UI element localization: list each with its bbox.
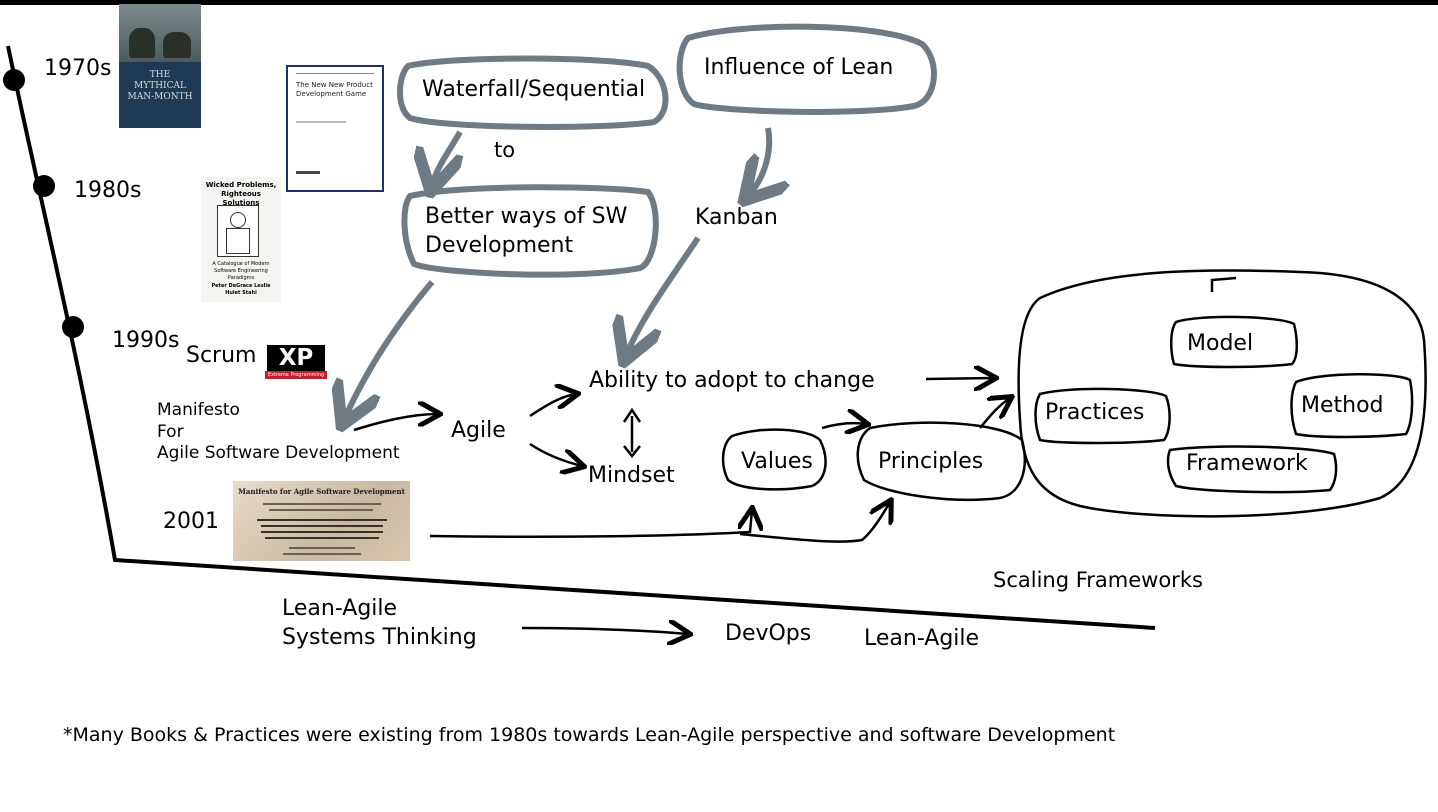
scaling-frameworks-label: Scaling Frameworks xyxy=(993,568,1203,592)
new-product-title: The New New Product Development Game xyxy=(296,81,373,98)
kanban-to-ability-arrow xyxy=(626,236,701,356)
bubble-tick xyxy=(1210,276,1237,292)
footnote: *Many Books & Practices were existing fr… xyxy=(63,724,1116,746)
era-1980s: 1980s xyxy=(74,178,142,203)
lean-bubble xyxy=(676,23,937,115)
manifesto-line1: Manifesto xyxy=(157,400,240,420)
xp-logo: XP Extreme Programming xyxy=(265,345,327,379)
new-new-product-cover: The New New Product Development Game xyxy=(286,65,384,192)
kanban-label: Kanban xyxy=(695,205,778,230)
mythical-line3: MAN-MONTH xyxy=(127,92,193,102)
scaling-frameworks-bubble xyxy=(1017,269,1427,518)
agile-to-ability-arrow xyxy=(529,394,576,418)
manifesto-to-principles-arrow xyxy=(739,502,890,543)
era-dot-1970s xyxy=(3,69,25,91)
better-ways-line2: Development xyxy=(425,233,574,258)
timeline-axis xyxy=(6,45,1156,630)
values-label: Values xyxy=(741,449,813,474)
manifesto-line2: For xyxy=(157,422,184,442)
values-to-principles-arrow xyxy=(821,423,866,428)
era-1970s: 1970s xyxy=(44,56,112,81)
era-dot-1980s xyxy=(33,175,55,197)
devops-label: DevOps xyxy=(725,621,812,646)
better-ways-bubble xyxy=(401,184,659,278)
waterfall-label: Waterfall/Sequential xyxy=(422,77,646,102)
agile-manifesto-document: Manifesto for Agile Software Development xyxy=(233,481,410,561)
manifesto-to-agile-arrow xyxy=(353,414,438,432)
agile-to-mindset-arrow xyxy=(529,442,582,466)
lean-agile-line2: Systems Thinking xyxy=(282,625,477,650)
mythical-line2: MYTHICAL xyxy=(134,81,186,91)
manifesto-to-values-arrow xyxy=(429,510,752,539)
better-ways-line1: Better ways of SW xyxy=(425,204,628,229)
values-bubble xyxy=(721,428,827,491)
wicked-problems-cover: Wicked Problems, Righteous Solutions A C… xyxy=(201,177,281,302)
manifesto-line3: Agile Software Development xyxy=(157,443,400,463)
wicked-authors: Peter DeGrace Leslie Hulet Stahl xyxy=(211,283,271,296)
model-box xyxy=(1170,315,1298,369)
principles-bubble xyxy=(856,421,1027,501)
era-1990s: 1990s xyxy=(112,328,180,353)
mindset-label: Mindset xyxy=(588,463,675,488)
xp-label: XP xyxy=(267,345,325,371)
practices-label: Practices xyxy=(1045,400,1145,425)
manifesto-doc-title: Manifesto for Agile Software Development xyxy=(238,487,405,496)
framework-label: Framework xyxy=(1186,451,1308,476)
lean-to-kanban-arrow xyxy=(748,127,769,196)
model-label: Model xyxy=(1187,331,1254,356)
lean-agile-line1: Lean-Agile xyxy=(282,596,398,621)
era-dot-1990s xyxy=(62,316,84,338)
framework-box xyxy=(1166,445,1338,494)
ability-label: Ability to adopt to change xyxy=(589,368,875,393)
xp-caption: Extreme Programming xyxy=(265,371,327,379)
era-2001: 2001 xyxy=(163,509,219,534)
ability-mindset-double-arrow xyxy=(622,407,642,459)
better-to-agile-arrow xyxy=(344,280,435,420)
waterfall-to-better-arrow xyxy=(432,130,460,186)
principles-label: Principles xyxy=(878,449,984,474)
method-box xyxy=(1290,372,1414,439)
practices-box xyxy=(1034,387,1171,445)
lean-agile-to-devops-arrow xyxy=(521,628,688,634)
waterfall-bubble xyxy=(397,55,669,130)
principles-to-scaling-arrow xyxy=(979,398,1010,429)
method-label: Method xyxy=(1301,393,1384,418)
to-label: to xyxy=(494,138,516,162)
scrum-label: Scrum xyxy=(186,343,257,368)
top-border xyxy=(0,0,1438,5)
wicked-title: Wicked Problems, Righteous Solutions xyxy=(205,181,277,207)
ability-to-scaling-arrow xyxy=(925,378,994,379)
mythical-man-month-cover: THE MYTHICAL MAN-MONTH xyxy=(119,4,201,128)
agile-label: Agile xyxy=(451,418,506,443)
mythical-line1: THE xyxy=(149,70,171,80)
wicked-illustration xyxy=(217,205,259,257)
lean-agile-end-label: Lean-Agile xyxy=(864,626,980,651)
influence-lean-label: Influence of Lean xyxy=(704,55,894,80)
wicked-subtitle: A Catalogue of Modern Software Engineeri… xyxy=(212,261,270,281)
